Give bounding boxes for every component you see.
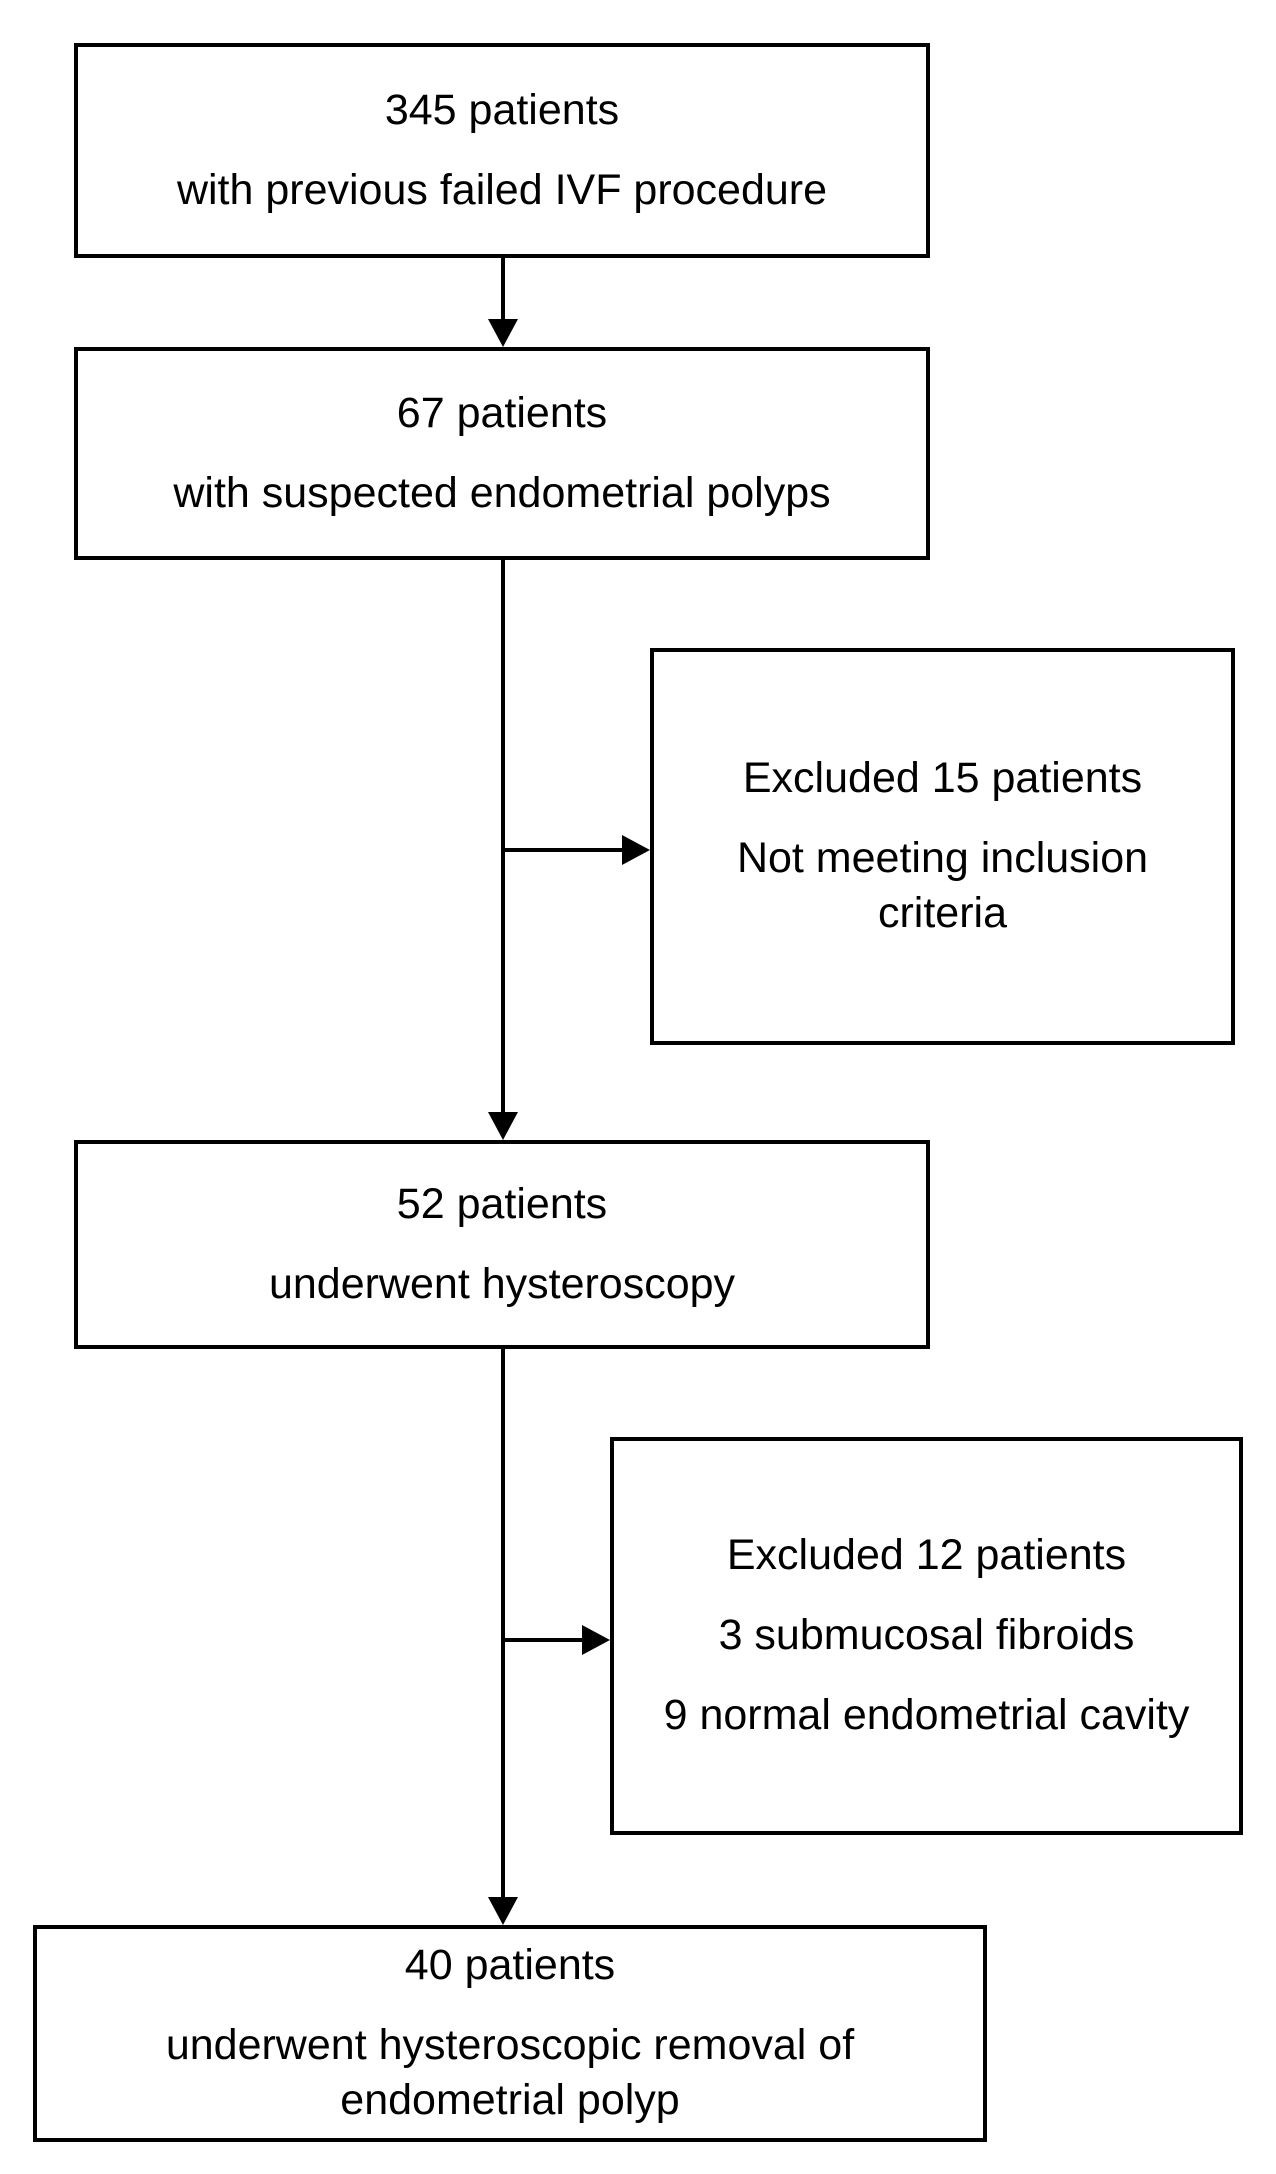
connector-line [501, 258, 505, 322]
connector-line [501, 560, 505, 1115]
arrow-down-icon [488, 1897, 518, 1925]
flow-node-excluded-15-patients: Excluded 15 patients Not meeting inclusi… [650, 648, 1235, 1045]
flow-node-67-patients: 67 patients with suspected endometrial p… [74, 347, 930, 560]
arrow-down-icon [488, 1112, 518, 1140]
connector-line [501, 1349, 505, 1900]
connector-branch-line [503, 1638, 583, 1642]
node-count-line: 345 patients [384, 85, 620, 134]
node-count-line: 67 patients [396, 388, 608, 437]
arrow-right-icon [622, 835, 650, 865]
arrow-right-icon [582, 1625, 610, 1655]
flow-node-excluded-12-patients: Excluded 12 patients 3 submucosal fibroi… [610, 1437, 1243, 1835]
flow-node-52-patients: 52 patients underwent hysteroscopy [74, 1140, 930, 1349]
node-detail-line: 9 normal endometrial cavity [663, 1690, 1190, 1739]
node-detail-line: underwent hysteroscopy [268, 1259, 736, 1308]
connector-branch-line [503, 848, 625, 852]
node-detail-line: Not meeting inclusion criteria [736, 833, 1149, 938]
node-title-line: Excluded 15 patients [742, 753, 1143, 802]
node-detail-line: with suspected endometrial polyps [173, 468, 831, 517]
node-title-line: Excluded 12 patients [726, 1531, 1127, 1580]
node-detail-line: 3 submucosal fibroids [718, 1611, 1135, 1660]
flow-node-40-patients: 40 patients underwent hysteroscopic remo… [33, 1925, 987, 2142]
node-count-line: 52 patients [396, 1179, 608, 1228]
node-detail-line: with previous failed IVF procedure [176, 165, 828, 214]
node-detail-line: underwent hysteroscopic removal of endom… [165, 2020, 855, 2125]
flow-node-345-patients: 345 patients with previous failed IVF pr… [74, 43, 930, 258]
arrow-down-icon [488, 319, 518, 347]
node-count-line: 40 patients [404, 1940, 616, 1989]
